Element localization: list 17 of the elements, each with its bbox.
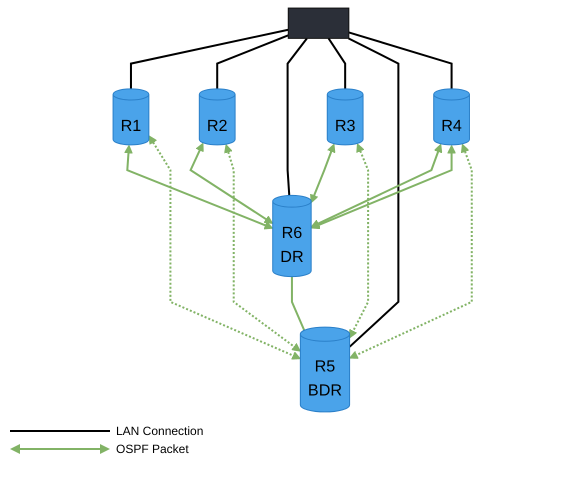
connector [216,34,289,89]
legend-label: OSPF Packet [116,442,189,456]
arrow [224,144,301,352]
connector [286,38,308,196]
legend-label: LAN Connection [116,424,204,438]
arrow [349,144,473,359]
arrow [310,144,336,204]
connector [348,31,453,89]
arrow [349,143,370,338]
arrow [124,144,274,230]
arrow [189,142,274,224]
arrow [148,135,301,360]
connector [328,38,346,89]
connector [291,276,306,331]
node-box [288,8,350,39]
connector [130,28,289,89]
connector [348,37,400,348]
